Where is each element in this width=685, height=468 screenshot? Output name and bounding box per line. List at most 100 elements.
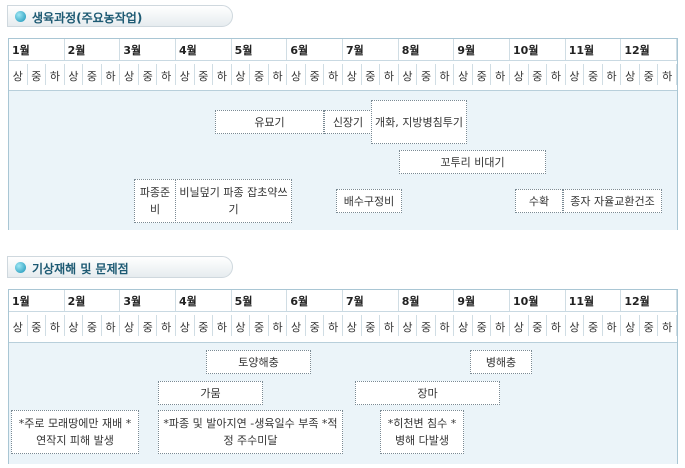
month-header: 9월 [454, 39, 511, 60]
subperiod-header: 중 [250, 64, 269, 85]
subperiod-header: 상 [510, 315, 529, 336]
subperiod-header: 하 [46, 315, 65, 336]
subperiod-header: 중 [362, 315, 381, 336]
bar-harvest: 수확 [515, 189, 563, 213]
subperiod-header: 하 [603, 315, 622, 336]
subperiod-header: 상 [232, 64, 251, 85]
bar-flowering: 개화, 지방병침투기 [371, 100, 467, 144]
month-header: 11월 [566, 290, 622, 311]
month-header: 2월 [65, 290, 121, 311]
subperiod-header: 하 [380, 64, 399, 85]
subperiod-header: 하 [436, 64, 455, 85]
subperiod-header: 하 [658, 315, 678, 336]
month-header: 8월 [399, 39, 455, 60]
subperiod-header: 상 [120, 315, 139, 336]
subperiod-header: 하 [213, 315, 232, 336]
weather-title-text: 기상재해 및 문제점 [32, 262, 129, 276]
month-header: 8월 [399, 290, 455, 311]
bar-pod-enlargement: 꼬투리 비대기 [399, 150, 546, 174]
subperiod-header: 중 [529, 315, 548, 336]
subperiod-header: 상 [120, 64, 139, 85]
note-sandy-soil: *주로 모래땅에만 재배 * 연작지 피해 발생 [11, 410, 139, 454]
bar-drainage: 배수구정비 [336, 189, 402, 213]
subperiod-header: 상 [232, 315, 251, 336]
subperiod-header: 상 [454, 64, 473, 85]
month-header: 9월 [454, 290, 511, 311]
subperiod-header: 상 [9, 315, 28, 336]
subperiod-header: 중 [83, 315, 102, 336]
bar-diseases-pests: 병해충 [470, 350, 532, 374]
month-header: 6월 [287, 290, 343, 311]
month-header: 4월 [176, 290, 232, 311]
subperiod-header: 중 [139, 64, 158, 85]
subperiod-header: 중 [417, 315, 436, 336]
subperiod-header: 하 [324, 315, 343, 336]
subperiod-header: 하 [436, 315, 455, 336]
bullet-icon [15, 11, 26, 22]
subperiod-header: 상 [176, 64, 195, 85]
subperiod-header: 상 [510, 64, 529, 85]
bar-rainy-season: 장마 [355, 381, 500, 405]
subperiod-header: 중 [640, 64, 659, 85]
month-header: 11월 [566, 39, 622, 60]
subperiod-header: 상 [343, 315, 362, 336]
subperiod-header: 중 [306, 315, 325, 336]
subperiod-header: 중 [473, 64, 492, 85]
bar-seed-exchange: 종자 자율교환건조 [563, 189, 662, 213]
subperiod-header: 중 [28, 64, 47, 85]
bullet-icon [15, 262, 26, 273]
month-header: 1월 [9, 290, 65, 311]
subperiod-header: 상 [9, 64, 28, 85]
subperiod-header: 중 [473, 315, 492, 336]
month-header: 1월 [9, 39, 65, 60]
subperiod-header: 상 [287, 64, 306, 85]
subperiod-header: 하 [491, 64, 511, 85]
subperiod-header: 하 [380, 315, 399, 336]
subperiod-header: 상 [65, 315, 84, 336]
subperiod-header: 상 [176, 315, 195, 336]
subperiod-header: 하 [157, 315, 176, 336]
bar-elongation: 신장기 [324, 110, 372, 134]
subperiod-header: 상 [621, 315, 640, 336]
bar-soil-pests: 토양해충 [206, 350, 311, 374]
subperiod-header: 중 [529, 64, 548, 85]
growth-section-title: 생육과정(주요농작업) [7, 5, 233, 27]
subperiod-header: 중 [584, 315, 603, 336]
month-header: 5월 [232, 39, 288, 60]
subperiod-header: 중 [28, 315, 47, 336]
weather-timeline-area: 토양해충 병해충 가뭄 장마 *주로 모래땅에만 재배 * 연작지 피해 발생 … [9, 342, 677, 464]
subperiod-header: 중 [139, 315, 158, 336]
subperiod-header: 중 [640, 315, 659, 336]
subperiod-header: 상 [566, 64, 585, 85]
note-flooding: *히천변 침수 * 병해 다발생 [380, 410, 464, 454]
subperiod-header: 하 [102, 315, 121, 336]
subperiod-header: 중 [83, 64, 102, 85]
subperiod-header: 하 [658, 64, 678, 85]
subperiod-header: 하 [213, 64, 232, 85]
month-header: 10월 [510, 39, 566, 60]
subperiod-header: 하 [46, 64, 65, 85]
month-header: 4월 [176, 39, 232, 60]
subperiod-header: 하 [102, 64, 121, 85]
subperiod-header: 상 [621, 64, 640, 85]
subperiod-header: 중 [306, 64, 325, 85]
subperiod-header: 하 [547, 64, 566, 85]
note-sowing-delay: *파종 및 발아지연 -생육일수 부족 *적정 주수미달 [158, 410, 343, 454]
subperiod-header: 중 [362, 64, 381, 85]
subperiod-header: 중 [584, 64, 603, 85]
subperiod-header: 하 [491, 315, 511, 336]
month-header: 10월 [510, 290, 566, 311]
subperiod-header: 상 [399, 64, 418, 85]
subperiod-header: 하 [324, 64, 343, 85]
subperiod-header: 하 [547, 315, 566, 336]
subperiod-header: 중 [417, 64, 436, 85]
month-header: 6월 [287, 39, 343, 60]
month-header: 5월 [232, 290, 288, 311]
month-header: 3월 [120, 290, 176, 311]
bar-vinyl-mulch-sowing: 비닐덮기 파종 잡초약쓰기 [175, 179, 292, 223]
growth-timeline-area: 유묘기 신장기 개화, 지방병침투기 꼬투리 비대기 파종준비 비닐덮기 파종 … [9, 90, 677, 230]
month-header: 3월 [120, 39, 176, 60]
